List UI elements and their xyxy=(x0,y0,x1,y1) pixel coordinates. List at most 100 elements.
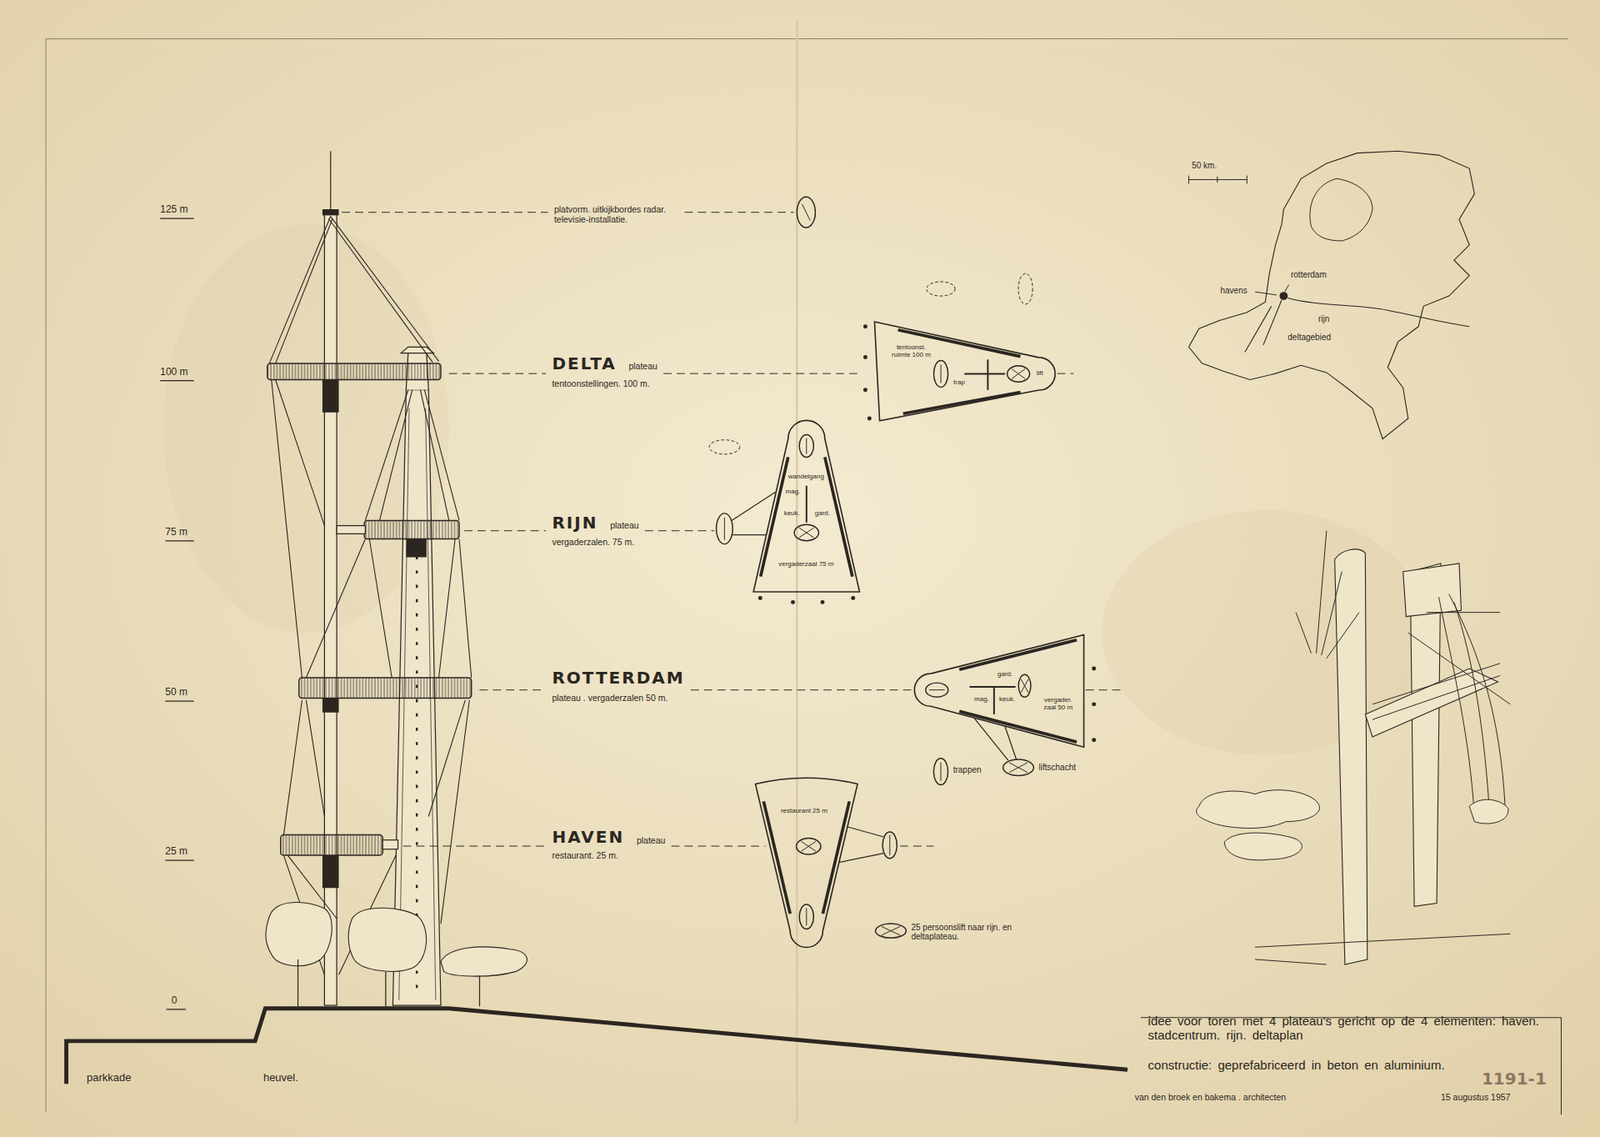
note-text: idee voor toren met 4 plateau's gericht … xyxy=(1148,1013,1552,1043)
annotation: restaurant. 25 m. xyxy=(551,850,618,860)
cable-stays xyxy=(269,216,471,975)
plan-shape xyxy=(755,777,857,947)
antenna xyxy=(330,150,331,215)
height-label: 100 m xyxy=(160,366,188,379)
map-label: rotterdam xyxy=(1290,270,1327,280)
river xyxy=(1245,298,1470,353)
dashed-ellipse xyxy=(709,273,1033,455)
leader-line xyxy=(690,689,911,690)
height-tick xyxy=(160,218,194,1010)
plan-wall xyxy=(763,800,850,914)
legend-text: 25 persoonslift naar rijn. en deltaplate… xyxy=(910,922,1044,942)
plan-symbol xyxy=(794,524,819,541)
ground-label: parkkade xyxy=(86,1071,131,1085)
floor-plan: tentoonst. ruimte 100 mtraplift xyxy=(863,312,1068,427)
leader-line xyxy=(403,845,546,847)
drawing-number: 1191-1 xyxy=(1481,1069,1547,1089)
leader-line xyxy=(685,211,795,213)
plateau-name: HAVEN xyxy=(551,828,625,845)
room-label: lift xyxy=(1036,370,1044,378)
legend-text: trappen xyxy=(953,765,982,775)
leader-line xyxy=(900,373,1123,846)
annotation: platvorm. uitkijkbordes radar. televisie… xyxy=(554,204,679,225)
sheet-frame xyxy=(45,39,1569,1113)
stair-symbol xyxy=(933,360,948,387)
plan-symbol xyxy=(933,360,948,387)
plateau-name: ROTTERDAM xyxy=(551,669,685,686)
plan-symbol xyxy=(799,904,814,929)
room-label: keuk. xyxy=(999,695,1015,703)
plan-wall xyxy=(760,457,852,577)
plan-partition xyxy=(964,359,1005,390)
room-label: keuk. xyxy=(784,510,800,518)
plan-outline xyxy=(748,414,866,598)
sketch-cables xyxy=(1255,530,1510,965)
stair-symbol xyxy=(933,758,948,785)
plan-symbol xyxy=(795,837,820,855)
note-text: constructie: geprefabriceerd in beton en… xyxy=(1148,1057,1445,1072)
legend-swatch xyxy=(875,923,907,938)
plateau-disc xyxy=(299,677,472,698)
stair-symbol xyxy=(724,517,890,855)
ground-label: heuvel. xyxy=(263,1071,299,1085)
plan-partition xyxy=(805,485,807,523)
leader-line xyxy=(671,845,766,847)
plan-wall xyxy=(959,640,1077,742)
plateau-underside xyxy=(322,379,427,888)
height-label: 50 m xyxy=(165,686,188,699)
platform-symbol xyxy=(796,196,815,228)
signature: van den broek en bakema . architecten xyxy=(1135,1091,1287,1102)
room-label: gard. xyxy=(997,670,1013,679)
symbol-mark xyxy=(1020,679,1029,693)
leader-line xyxy=(480,689,547,690)
symbol-mark xyxy=(1009,762,1028,773)
plateau-arm xyxy=(336,525,365,535)
plateau-disc xyxy=(267,363,441,380)
height-label: 0 xyxy=(171,995,178,1007)
symbol-mark xyxy=(929,689,945,690)
shaft-cap xyxy=(322,209,340,215)
legend-swatch xyxy=(1003,759,1035,776)
floor-plan: gard. mag. keuk. vergader. zaal 50 m xyxy=(908,627,1090,752)
lake-outline xyxy=(1310,178,1373,241)
plan-shape xyxy=(914,635,1084,748)
map-label: 50 km. xyxy=(1191,160,1217,171)
room-label: vergader. zaal 50 m xyxy=(1037,696,1079,712)
annotation: plateau xyxy=(610,520,639,530)
sketch-tree xyxy=(1196,790,1509,860)
lift-symbol xyxy=(1003,759,1035,776)
plan-symbol xyxy=(925,682,949,697)
room-label: mag. xyxy=(785,488,801,496)
lift-symbol xyxy=(1018,674,1031,697)
tree-trunk xyxy=(298,959,480,1006)
stair-symbol xyxy=(925,682,949,697)
legend-text: liftschacht xyxy=(1039,762,1076,773)
lift-symbol xyxy=(795,837,820,855)
map-lines xyxy=(1189,175,1290,295)
map-label: deltagebied xyxy=(1287,332,1331,343)
annotation: plateau . vergaderzalen 50 m. xyxy=(551,692,668,703)
plan-shape xyxy=(874,321,1055,421)
plan-outline xyxy=(748,767,866,954)
plateau-name: RIJN xyxy=(551,514,598,531)
height-label: 75 m xyxy=(165,526,188,539)
signature: 15 augustus 1957 xyxy=(1440,1091,1511,1102)
plan-outline xyxy=(908,627,1090,752)
sketch-plateau xyxy=(1365,563,1498,737)
room-label: mag. xyxy=(974,695,990,703)
stair-symbol xyxy=(799,904,814,929)
room-label: restaurant 25 m xyxy=(780,807,828,815)
ground-line xyxy=(66,1008,1128,1085)
stair-symbol xyxy=(799,435,814,458)
room-label: vergaderzaal 75 m xyxy=(778,560,834,569)
lift-symbol xyxy=(875,923,907,938)
plan-symbol xyxy=(799,435,814,458)
plateau-disc xyxy=(364,520,460,539)
room-label: tentoonst. ruimte 100 m xyxy=(887,345,935,360)
annotation: plateau xyxy=(636,835,665,845)
lift-symbol xyxy=(1007,365,1030,382)
